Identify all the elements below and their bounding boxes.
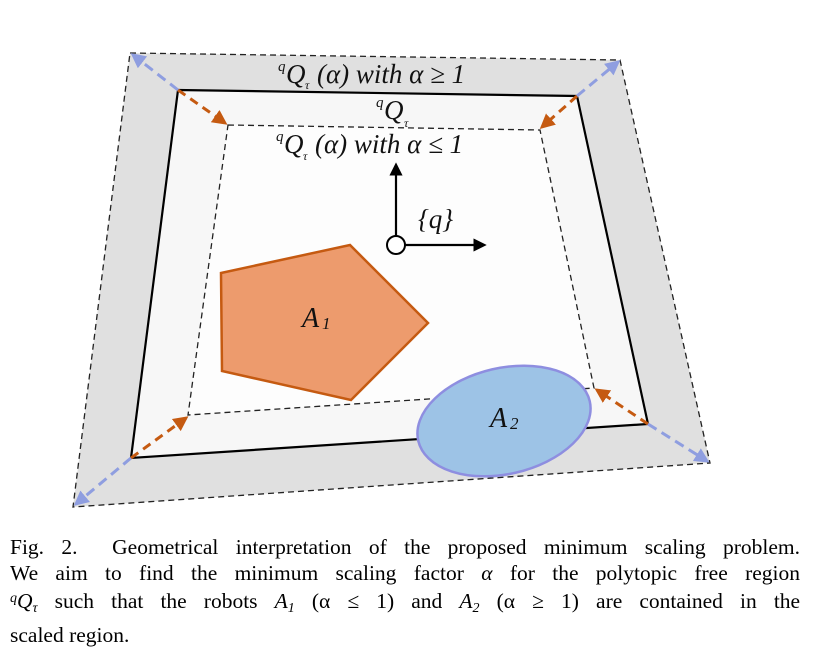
svg-text:Q: Q [284, 129, 304, 159]
svg-text:2: 2 [510, 414, 519, 433]
scaling-diagram: {q} q Q τ (α) with α ≥ 1 q Q τ q Q τ (α)… [72, 52, 711, 508]
robot-a2 [416, 364, 592, 478]
figure-caption: Fig. 2. Geometrical interpretation of th… [10, 534, 800, 648]
shrink-arrow-bottom-right [594, 388, 649, 426]
svg-text:Q: Q [384, 95, 404, 125]
svg-text:(α) with α ≥ 1: (α) with α ≥ 1 [317, 59, 465, 89]
svg-text:q: q [376, 95, 384, 111]
svg-text:A: A [488, 403, 508, 434]
label-scaled-out: q Q τ (α) with α ≥ 1 [278, 59, 465, 92]
svg-text:τ: τ [404, 116, 409, 130]
frame-label: {q} [418, 204, 453, 234]
caption-line-2: We aim to find the minimum scaling facto… [10, 561, 800, 585]
caption-line-4: scaled region. [10, 623, 130, 647]
caption-label: Fig. 2. [10, 535, 78, 559]
robot-a2-label: A 2 [488, 403, 519, 434]
robot-a1-label: A 1 [300, 303, 331, 334]
svg-text:q: q [276, 129, 284, 145]
svg-text:q: q [278, 59, 286, 75]
svg-text:(α) with α ≤ 1: (α) with α ≤ 1 [315, 129, 463, 159]
svg-text:τ: τ [305, 78, 310, 92]
grow-arrow-bottom-left [73, 456, 132, 506]
svg-text:τ: τ [303, 149, 308, 163]
grow-arrow-top-left [130, 53, 179, 92]
label-scaled-in: q Q τ (α) with α ≤ 1 [276, 129, 463, 163]
label-nominal: q Q τ [376, 95, 409, 130]
shrink-arrow-top-left [177, 88, 228, 125]
caption-line-3: qQτ such that the robots A1 (α ≤ 1) and … [10, 589, 801, 616]
shrink-arrow-bottom-left [130, 416, 189, 460]
svg-text:Q: Q [286, 59, 306, 89]
svg-text:A: A [300, 303, 320, 334]
svg-text:1: 1 [322, 314, 331, 333]
figure: {q} q Q τ (α) with α ≥ 1 q Q τ q Q τ (α)… [72, 52, 711, 508]
caption-line-1: Fig. 2. Geometrical interpretation of th… [10, 535, 800, 559]
grow-arrow-top-right [576, 60, 621, 98]
robot-a1 [219, 243, 430, 402]
grow-arrow-bottom-right [647, 422, 710, 463]
shrink-arrow-top-right [539, 94, 578, 129]
frame-origin [386, 235, 406, 255]
